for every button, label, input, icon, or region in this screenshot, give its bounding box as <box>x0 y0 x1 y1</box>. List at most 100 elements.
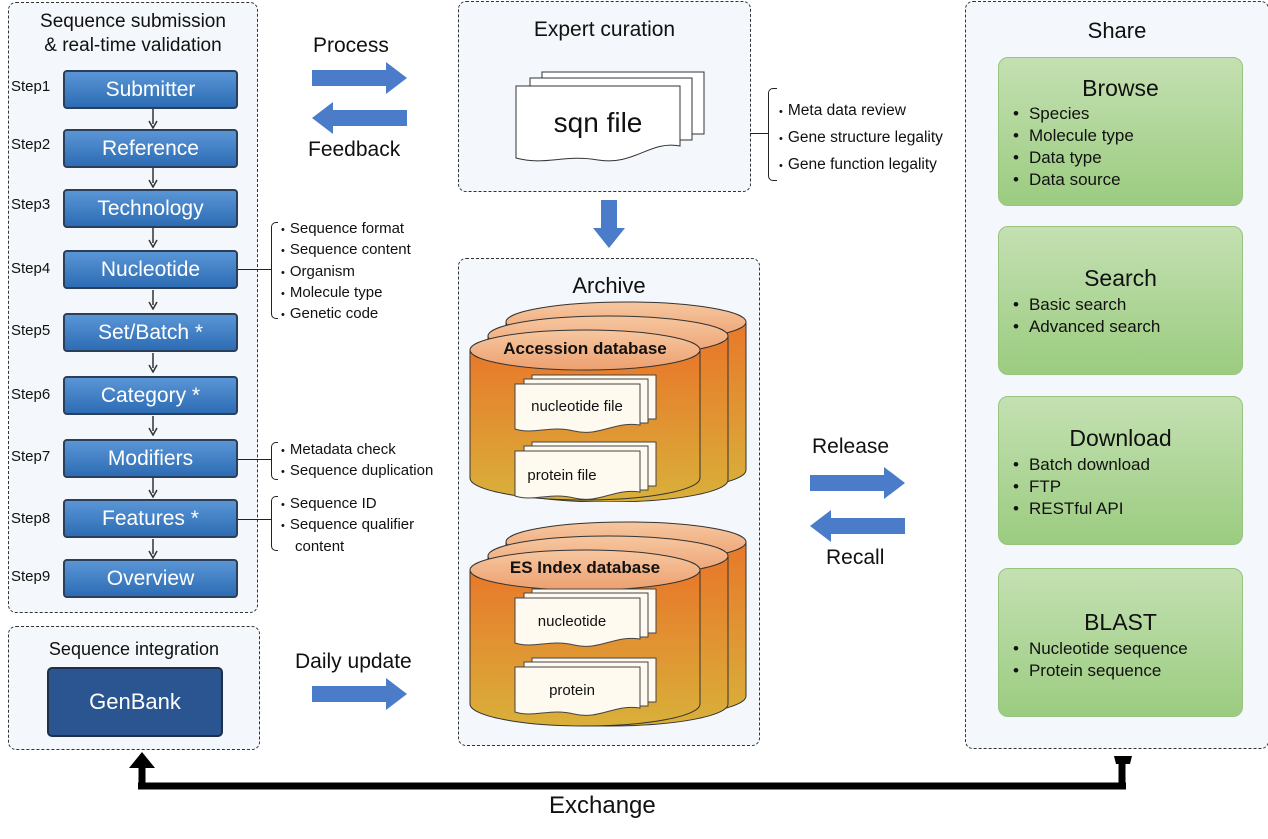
step-set-batch-button[interactable]: Set/Batch * <box>63 313 238 352</box>
modifier-checks-list: Metadata check Sequence duplication <box>281 440 433 483</box>
card-item: Molecule type <box>1013 125 1134 147</box>
step-label: Step5 <box>11 322 51 339</box>
step-label: Step1 <box>11 78 51 95</box>
connector-line <box>238 519 272 520</box>
card-item: Batch download <box>1013 454 1150 476</box>
file-stack-icon <box>514 657 657 716</box>
down-arrow-icon <box>148 478 158 498</box>
card-items: Species Molecule type Data type Data sou… <box>1013 103 1134 191</box>
step-nucleotide-button[interactable]: Nucleotide <box>63 250 238 289</box>
check-item: Sequence ID <box>281 494 414 515</box>
check-item: Metadata check <box>281 440 433 461</box>
accession-file-label: protein file <box>527 466 597 484</box>
daily-update-arrow-icon <box>312 678 407 710</box>
check-item: Sequence qualifier <box>281 515 414 536</box>
feedback-arrow-icon <box>312 102 407 134</box>
nucleotide-checks-list: Sequence format Sequence content Organis… <box>281 219 411 325</box>
step-category-button[interactable]: Category * <box>63 376 238 415</box>
card-item: Advanced search <box>1013 316 1160 338</box>
feature-checks-bracket <box>271 496 278 551</box>
file-stack-icon <box>514 374 657 433</box>
step-overview-button[interactable]: Overview <box>63 559 238 598</box>
curation-checks-list: Meta data review Gene structure legality… <box>779 98 943 179</box>
es-file-label: nucleotide <box>537 612 607 630</box>
submission-title-line1: Sequence submission <box>40 11 226 32</box>
connector-line <box>238 459 272 460</box>
step-submitter-button[interactable]: Submitter <box>63 70 238 109</box>
curation-title: Expert curation <box>533 18 676 41</box>
card-items: Batch download FTP RESTful API <box>1013 454 1150 520</box>
process-label: Process <box>313 34 389 57</box>
modifier-checks-bracket <box>271 442 278 480</box>
step-label: Step2 <box>11 136 51 153</box>
submission-title-line2: & real-time validation <box>44 35 222 56</box>
step-technology-button[interactable]: Technology <box>63 189 238 228</box>
card-item: Basic search <box>1013 294 1160 316</box>
release-arrow-icon <box>810 467 905 499</box>
es-file-label: protein <box>549 681 595 699</box>
down-arrow-icon <box>148 416 158 436</box>
sqn-file-label: sqn file <box>553 107 643 138</box>
curation-checks-bracket <box>768 88 777 181</box>
step-reference-button[interactable]: Reference <box>63 129 238 168</box>
accession-database-label: Accession database <box>503 339 667 358</box>
archive-title: Archive <box>572 273 646 298</box>
recall-label: Recall <box>826 546 885 569</box>
recall-arrow-icon <box>810 510 905 542</box>
step-label: Step4 <box>11 260 51 277</box>
download-card[interactable]: Download Batch download FTP RESTful API <box>998 396 1243 545</box>
card-item: RESTful API <box>1013 498 1150 520</box>
card-title: Download <box>1069 425 1172 451</box>
down-arrow-icon <box>148 539 158 559</box>
check-item: Sequence format <box>281 219 411 240</box>
connector-line <box>238 269 272 270</box>
step-label: Step6 <box>11 386 51 403</box>
step-features-button[interactable]: Features * <box>63 499 238 538</box>
check-item: Organism <box>281 262 411 283</box>
nucleotide-checks-bracket <box>271 222 278 319</box>
file-stack-icon <box>514 588 657 647</box>
share-title: Share <box>1087 18 1147 43</box>
step-label: Step9 <box>11 568 51 585</box>
check-item: Sequence duplication <box>281 461 433 482</box>
card-title: BLAST <box>1084 609 1157 635</box>
blast-card[interactable]: BLAST Nucleotide sequence Protein sequen… <box>998 568 1243 717</box>
card-items: Basic search Advanced search <box>1013 294 1160 338</box>
down-arrow-icon <box>148 168 158 188</box>
card-item: Data source <box>1013 169 1134 191</box>
step-modifiers-button[interactable]: Modifiers <box>63 439 238 478</box>
check-item: Meta data review <box>779 98 943 125</box>
card-items: Nucleotide sequence Protein sequence <box>1013 638 1188 682</box>
release-label: Release <box>812 435 890 458</box>
card-title: Browse <box>1082 75 1159 101</box>
browse-card[interactable]: Browse Species Molecule type Data type D… <box>998 57 1243 206</box>
down-arrow-icon <box>148 109 158 129</box>
card-title: Search <box>1084 265 1157 291</box>
feedback-label: Feedback <box>308 138 401 161</box>
check-item: Gene structure legality <box>779 125 943 152</box>
search-card[interactable]: Search Basic search Advanced search <box>998 226 1243 375</box>
down-arrow-icon <box>148 290 158 310</box>
step-label: Step7 <box>11 448 51 465</box>
step-label: Step8 <box>11 510 51 527</box>
check-item: Sequence content <box>281 240 411 261</box>
down-arrow-icon <box>148 353 158 373</box>
check-item: Molecule type <box>281 283 411 304</box>
check-item: content <box>295 537 345 555</box>
integration-title: Sequence integration <box>48 639 220 659</box>
card-item: Nucleotide sequence <box>1013 638 1188 660</box>
daily-update-label: Daily update <box>295 650 412 673</box>
card-item: FTP <box>1013 476 1150 498</box>
es-index-database-label: ES Index database <box>509 558 661 577</box>
accession-file-label: nucleotide file <box>531 397 623 415</box>
feature-checks-list: Sequence ID Sequence qualifier content <box>281 494 414 558</box>
genbank-button[interactable]: GenBank <box>47 667 223 737</box>
integration-panel: Sequence integration GenBank <box>8 626 260 750</box>
card-item: Species <box>1013 103 1134 125</box>
curation-to-archive-arrow-icon <box>593 200 625 248</box>
process-arrow-icon <box>312 62 407 94</box>
check-item: Genetic code <box>281 304 411 325</box>
card-item: Data type <box>1013 147 1134 169</box>
file-stack-icon <box>514 441 657 500</box>
check-item: Gene function legality <box>779 152 943 179</box>
